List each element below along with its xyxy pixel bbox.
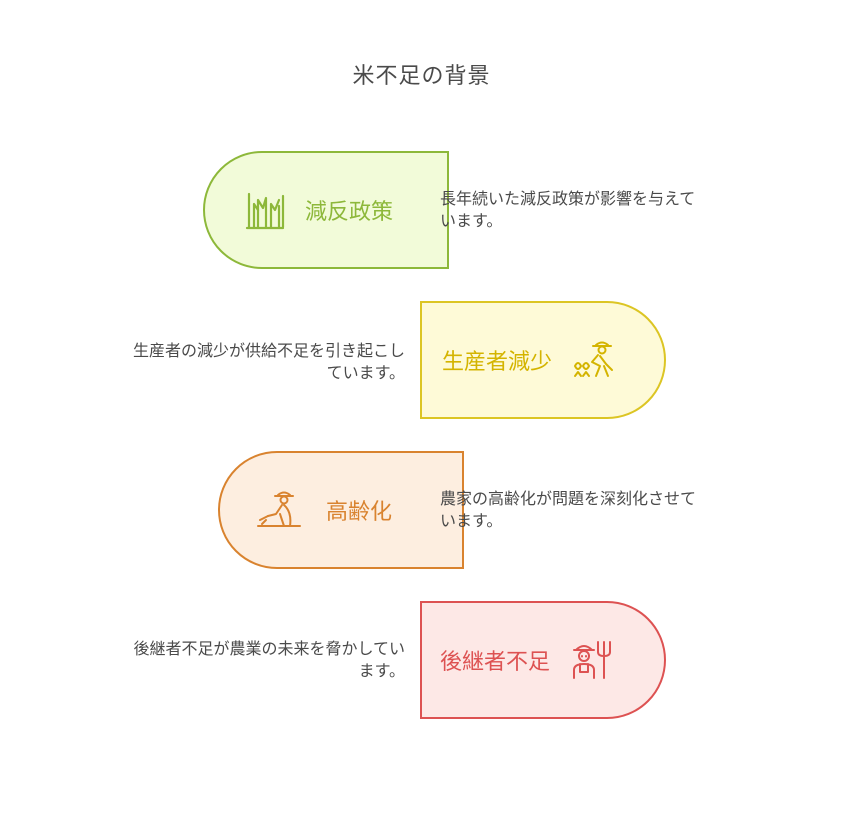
item-label: 減反政策 <box>305 200 394 225</box>
diagram-title: 米不足の背景 <box>352 64 491 89</box>
item-description: 長年続いた減反政策が影響を与えています。 <box>440 189 696 230</box>
item-label: 後継者不足 <box>440 650 551 675</box>
item-label: 生産者減少 <box>442 350 553 375</box>
item-description: 後継者不足が農業の未来を脅かしています。 <box>133 639 405 680</box>
item-label: 高齢化 <box>326 500 393 525</box>
item-seisansha-genshou: 生産者減少 <box>420 301 666 419</box>
item-description: 農家の高齢化が問題を深刻化させています。 <box>440 489 697 530</box>
item-koukeisha-busoku: 後継者不足 <box>420 601 666 719</box>
item-gentan-seisaku: 減反政策 <box>203 151 449 269</box>
farmer-pitchfork-icon <box>568 636 616 684</box>
farmer-harvest-icon <box>570 336 618 384</box>
item-description: 生産者の減少が供給不足を引き起こしています。 <box>132 341 405 382</box>
farmer-plowing-icon <box>256 486 304 534</box>
item-koureika: 高齢化 <box>218 451 464 569</box>
grass-field-icon <box>241 186 289 234</box>
